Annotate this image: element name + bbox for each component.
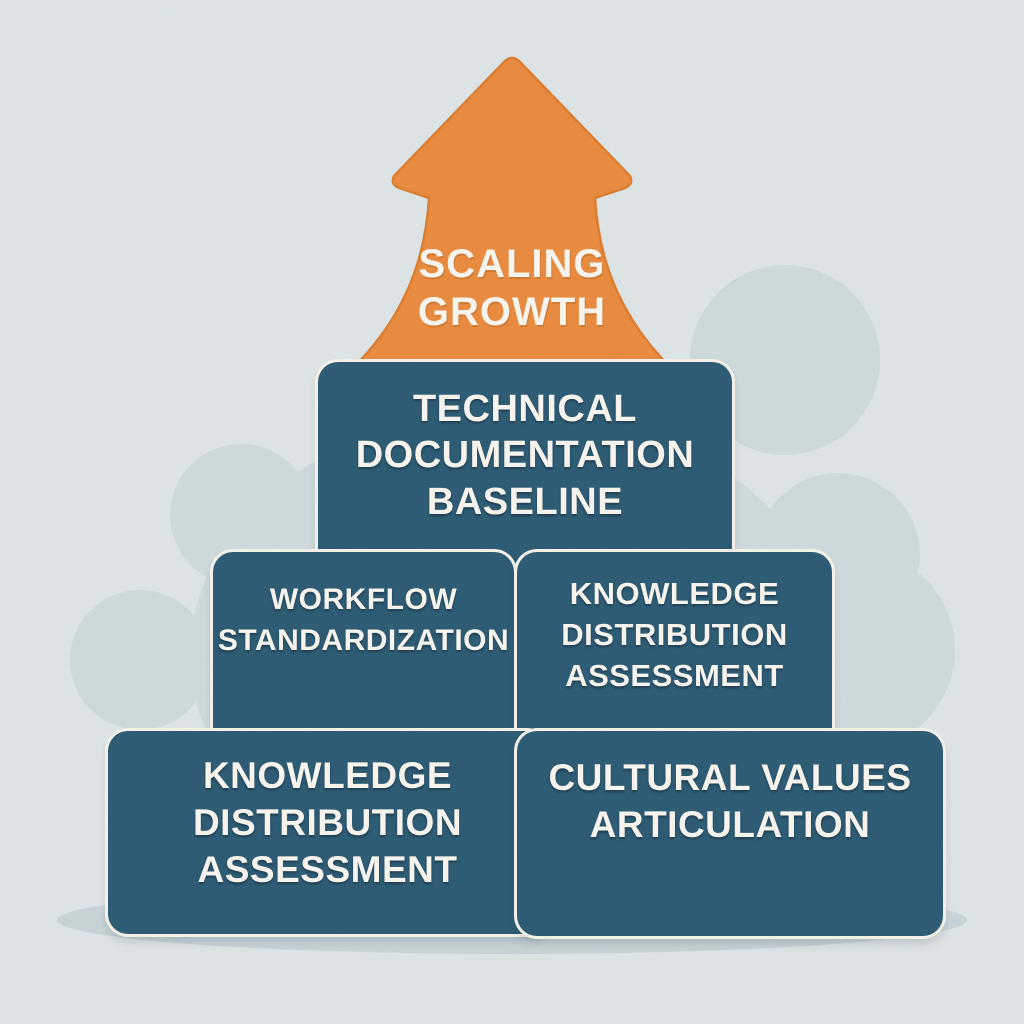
block-workflow-standardization: WORKFLOW STANDARDIZATION	[213, 552, 514, 754]
block-label: KNOWLEDGE DISTRIBUTION ASSESSMENT	[192, 755, 463, 890]
block-label: KNOWLEDGE DISTRIBUTION ASSESSMENT	[561, 576, 788, 693]
block-knowledge-distribution-assessment-mid: KNOWLEDGE DISTRIBUTION ASSESSMENT	[517, 552, 832, 751]
block-cultural-values-articulation: CULTURAL VALUES ARTICULATION	[517, 731, 943, 936]
block-technical-documentation-baseline: TECHNICAL DOCUMENTATION BASELINE	[318, 362, 732, 570]
block-label: CULTURAL VALUES ARTICULATION	[548, 757, 912, 845]
block-label: TECHNICAL DOCUMENTATION BASELINE	[355, 388, 695, 523]
block-knowledge-distribution-assessment-bottom: KNOWLEDGE DISTRIBUTION ASSESSMENT	[108, 731, 547, 934]
arrow-label: SCALING GROWTH	[417, 242, 607, 334]
block-label: WORKFLOW STANDARDIZATION	[217, 583, 510, 657]
